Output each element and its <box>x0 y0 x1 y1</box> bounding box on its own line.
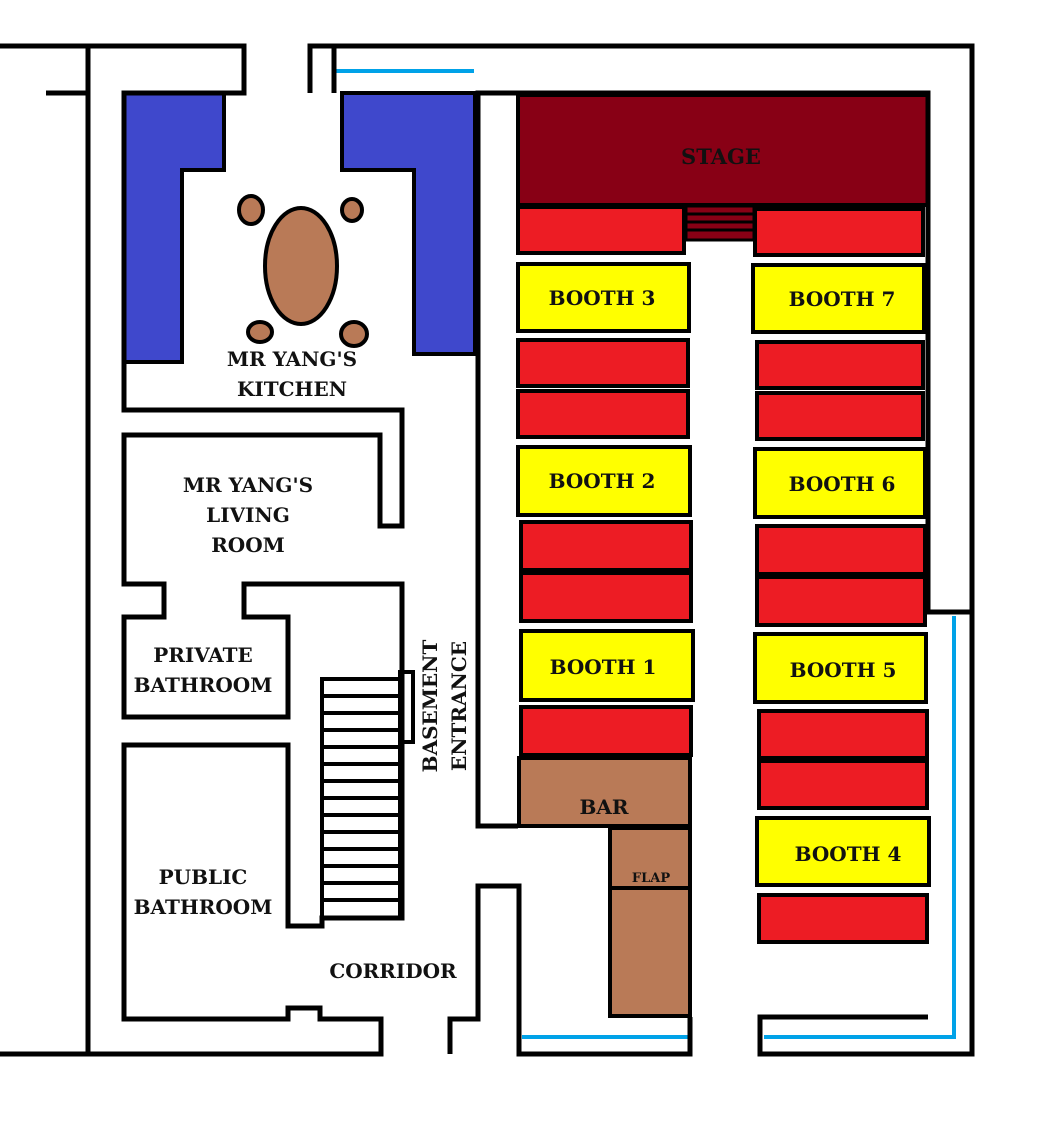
windows <box>334 69 956 1039</box>
living-room-label-line3: ROOM <box>211 533 285 557</box>
booth-6-table <box>753 447 927 519</box>
booth-3-table <box>516 262 691 333</box>
bar-counter <box>517 756 692 1018</box>
bar-label: BAR <box>579 795 628 819</box>
stage-steps <box>684 204 756 242</box>
seat <box>757 709 929 760</box>
flap-label: FLAP <box>632 871 670 886</box>
booth-6-label: BOOTH 6 <box>789 472 896 496</box>
stage-label: STAGE <box>681 144 761 169</box>
bar-flap <box>608 826 692 890</box>
staircase <box>320 670 415 920</box>
kitchen-dining-table <box>237 194 369 348</box>
chair-bottom-left <box>246 320 274 344</box>
kitchen-counter-right <box>340 91 477 356</box>
map-labels: STAGE BOOTH 3 BOOTH 2 BOOTH 1 BOOTH 7 BO… <box>134 144 902 983</box>
kitchen-counter-left <box>122 91 226 364</box>
oval-table <box>263 206 339 326</box>
basement-label-line2: ENTRANCE <box>447 641 471 771</box>
booth-3-label: BOOTH 3 <box>549 286 656 310</box>
living-room-label-line1: MR YANG'S <box>183 473 313 497</box>
seat <box>519 705 693 757</box>
chair-top-right <box>340 197 364 223</box>
bar-top <box>517 756 692 828</box>
private-bathroom-label-line1: PRIVATE <box>153 643 253 667</box>
booth-2-label: BOOTH 2 <box>549 469 656 493</box>
chair-top-left <box>237 194 265 226</box>
chair-bottom-right <box>339 320 369 348</box>
stage <box>516 93 930 207</box>
bar-lower <box>608 886 692 1018</box>
booth-1-table <box>519 629 695 702</box>
seat <box>755 524 927 576</box>
booth-7-table <box>751 263 926 334</box>
booth-4-label: BOOTH 4 <box>795 842 902 866</box>
kitchen-label-line2: KITCHEN <box>237 377 347 401</box>
seat <box>519 520 693 572</box>
seat <box>755 575 927 627</box>
public-bathroom-label-line2: BATHROOM <box>134 895 273 919</box>
walls <box>0 43 975 1057</box>
seat <box>755 391 925 441</box>
seat <box>516 338 690 388</box>
booth-5-label: BOOTH 5 <box>790 658 897 682</box>
booth-2-table <box>516 445 692 517</box>
seat <box>516 389 690 439</box>
booth-7-label: BOOTH 7 <box>789 287 896 311</box>
seat <box>753 207 925 257</box>
right-seating <box>751 207 931 944</box>
seat <box>519 571 693 623</box>
private-bathroom-label-line2: BATHROOM <box>134 673 273 697</box>
living-room-label-line2: LIVING <box>206 503 290 527</box>
window-right <box>764 616 956 1039</box>
basement-label-line1: BASEMENT <box>418 640 442 773</box>
seat <box>516 205 686 255</box>
left-seating <box>516 205 695 757</box>
corridor-label: CORRIDOR <box>329 959 457 983</box>
booth-4-table <box>755 816 931 887</box>
kitchen-label-line1: MR YANG'S <box>227 347 357 371</box>
public-bathroom-label-line1: PUBLIC <box>159 865 248 889</box>
seat <box>755 340 925 390</box>
seat <box>757 893 929 944</box>
seat <box>757 759 929 810</box>
booth-1-label: BOOTH 1 <box>550 655 657 679</box>
booth-5-table <box>753 632 928 704</box>
